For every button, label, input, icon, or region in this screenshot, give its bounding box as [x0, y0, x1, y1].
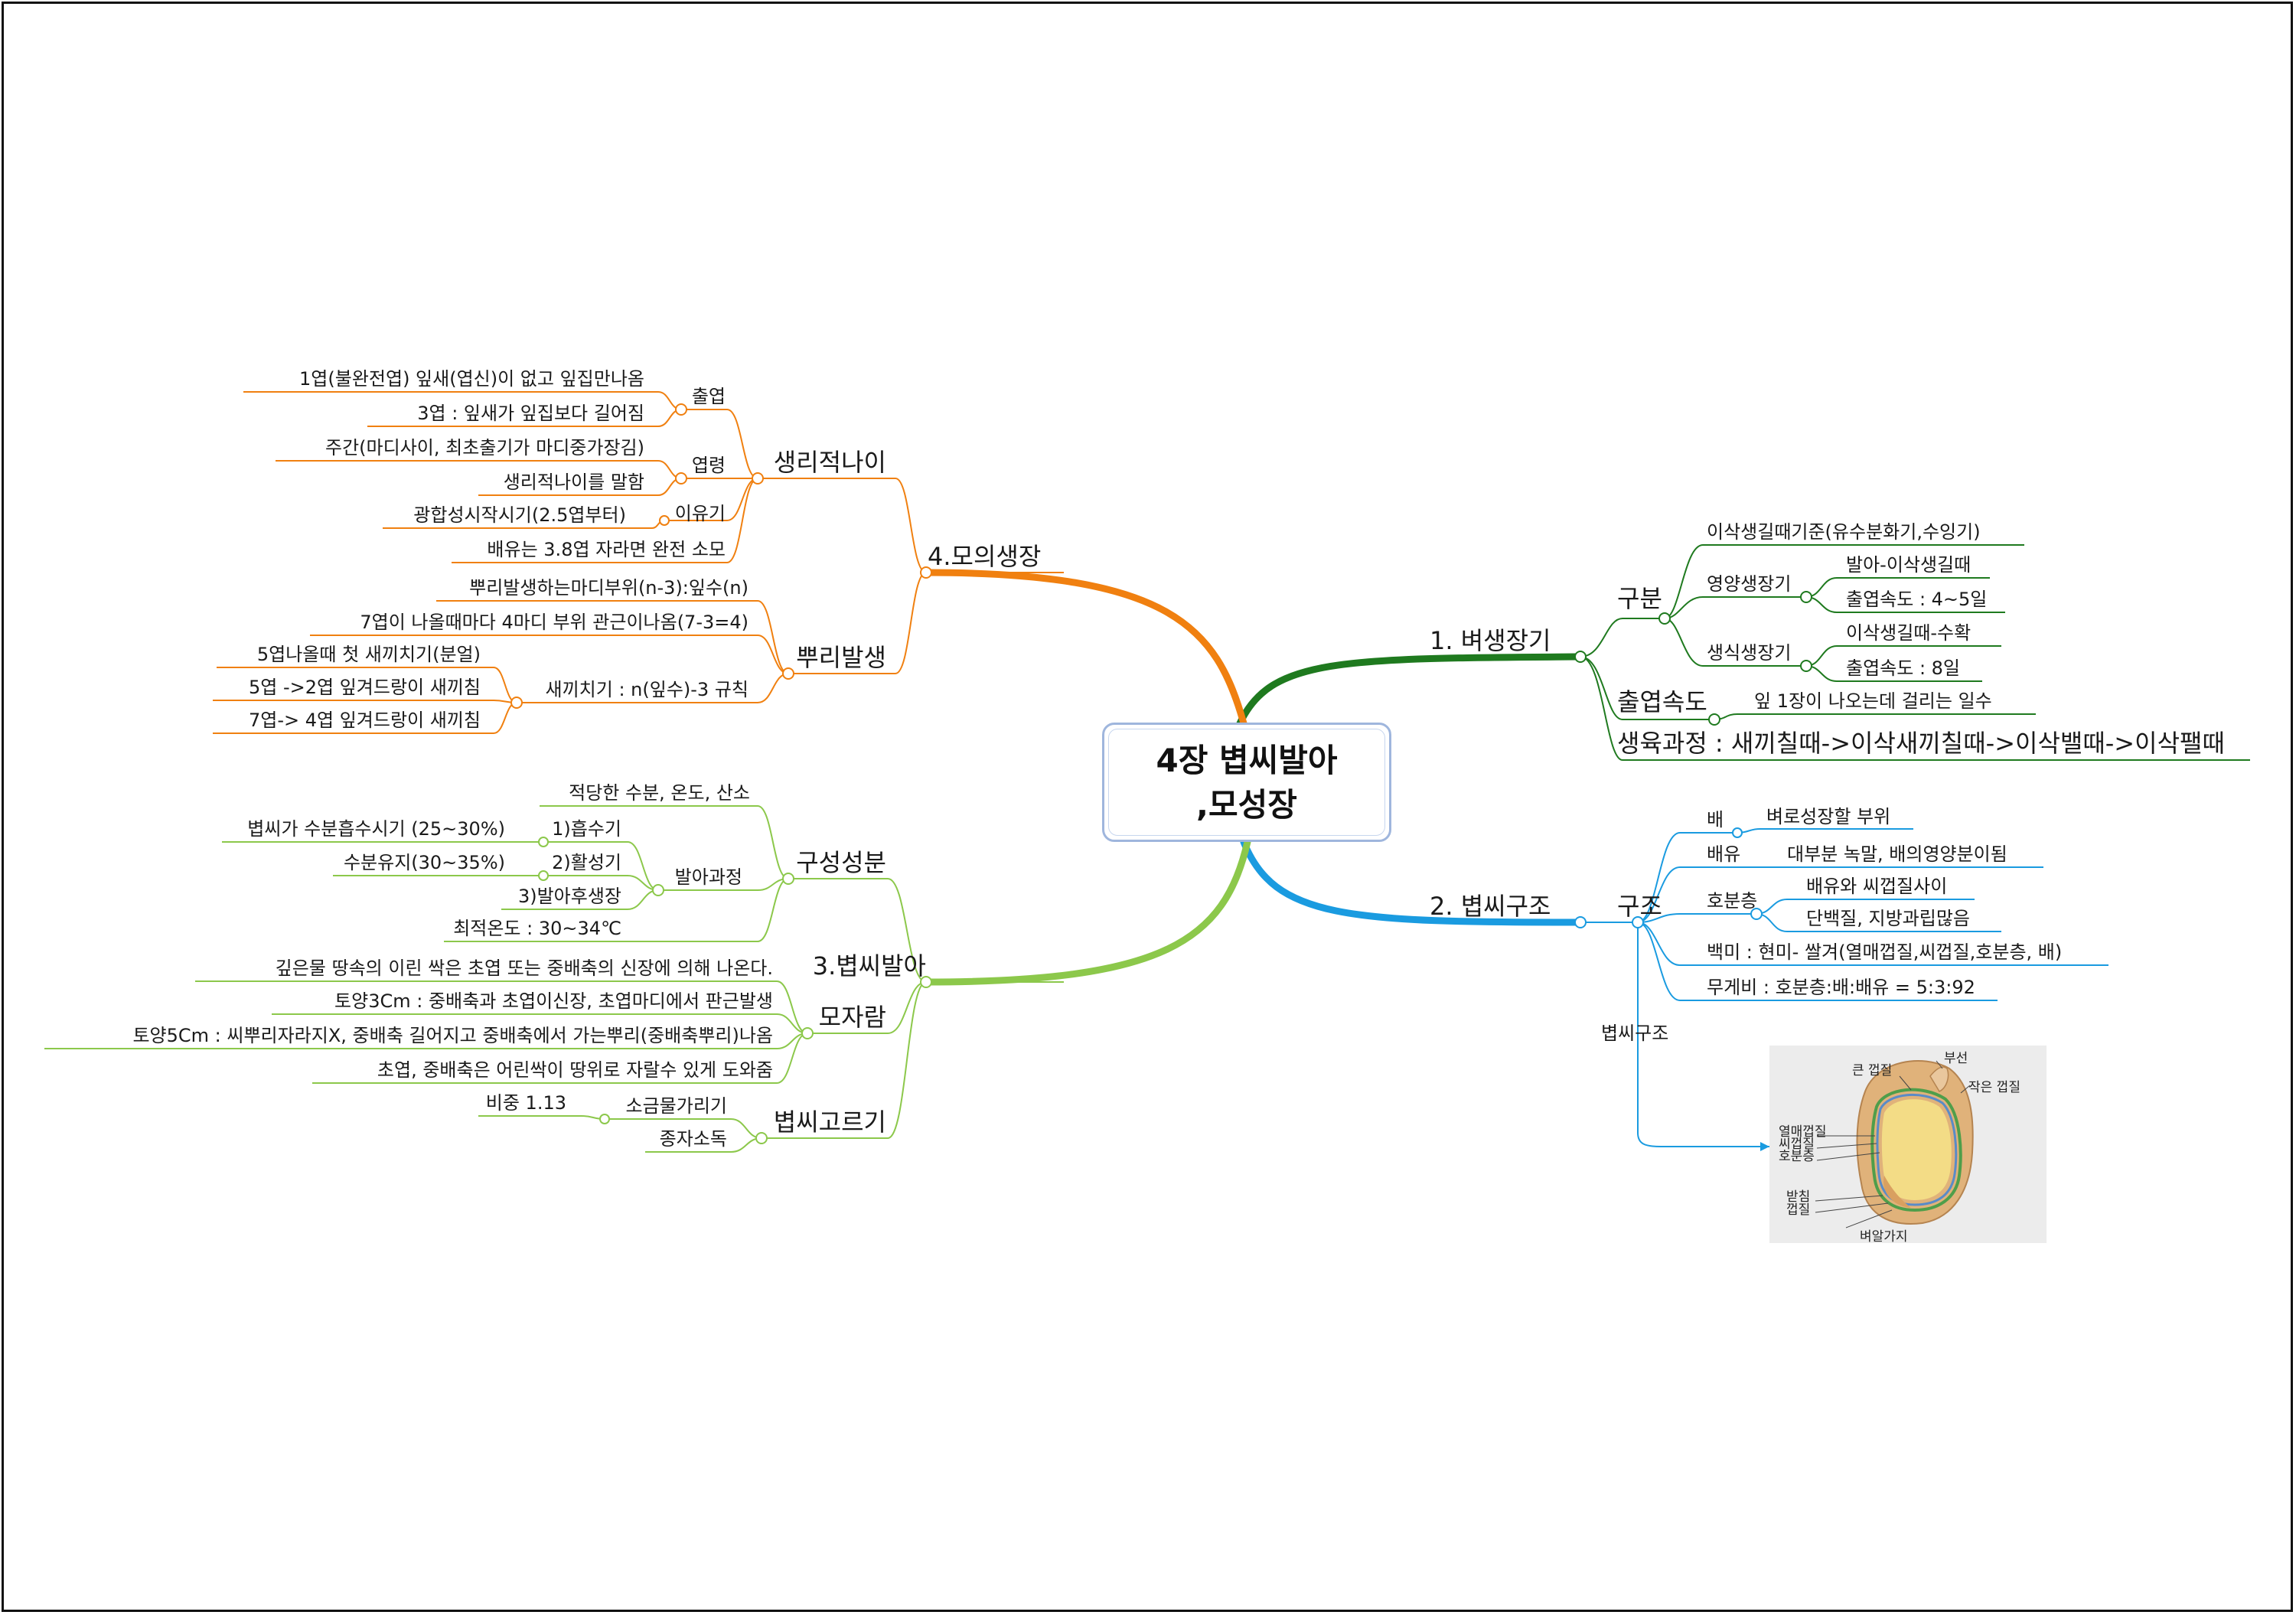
- label-lemma-edge: 부선: [1944, 1051, 1968, 1066]
- node-weight-ratio: 무게비 : 호분층:배:배유 = 5:3:92: [1707, 977, 1975, 998]
- branch-line-1: [1236, 653, 1584, 727]
- central-topic-inner: [1108, 729, 1385, 836]
- label-support: 받침: [1786, 1189, 1810, 1205]
- node-structure: 구조: [1617, 892, 1662, 921]
- node-rep-2: 출엽속도 : 8일: [1846, 657, 1960, 679]
- branch-2-title: 2. 볍씨구조: [1430, 892, 1551, 921]
- node-root-2: 7엽이 나올때마다 4마디 부위 관근이나옴(7-3=4): [360, 612, 748, 633]
- node-veg-1: 발아-이삭생길때: [1846, 554, 1971, 576]
- label-seed-coat: 씨껍질: [1779, 1137, 1815, 1152]
- node-aleurone: 호분층: [1707, 890, 1757, 912]
- node-leaf-out-1: 1엽(불완전엽) 잎새(엽신)이 없고 잎집만나옴: [299, 368, 644, 390]
- node-veg-2: 출엽속도 : 4~5일: [1846, 589, 1987, 610]
- branch-line-3: [922, 838, 1251, 986]
- node-leaf-age-2: 생리적나이를 말함: [504, 471, 644, 493]
- node-image-label: 볍씨구조: [1601, 1023, 1668, 1044]
- node-components: 구성성분: [796, 848, 886, 877]
- branch-3-title: 3.볍씨발아: [813, 951, 926, 980]
- node-stage-1: 1)흡수기: [552, 818, 621, 840]
- node-tiller-3: 7엽-> 4엽 잎겨드랑이 새끼침: [249, 710, 481, 731]
- node-stage-1-detail: 볍씨가 수분흡수시기 (25~30%): [247, 818, 505, 840]
- node-polished-rice: 백미 : 현미- 쌀겨(열매껍질,씨껍질,호분층, 배): [1707, 941, 2062, 963]
- node-seedling: 모자람: [819, 1003, 886, 1032]
- node-vegetative: 영양생장기: [1707, 573, 1791, 595]
- node-gubun: 구분: [1617, 584, 1662, 613]
- node-stage-2: 2)활성기: [552, 852, 621, 873]
- node-aleurone-1: 배유와 씨껍질사이: [1806, 876, 1947, 897]
- node-conditions: 적당한 수분, 온도, 산소: [569, 782, 750, 804]
- label-hull-small: 껍질: [1786, 1202, 1810, 1218]
- node-germ-process: 발아과정: [675, 866, 742, 888]
- node-leaf-age: 엽령: [692, 455, 726, 476]
- node-weaning: 이유기: [675, 503, 726, 524]
- node-tiller-2: 5엽 ->2엽 잎겨드랑이 새끼침: [249, 677, 481, 698]
- node-endosperm: 배유: [1707, 843, 1740, 865]
- branch-line-4: [922, 569, 1247, 727]
- rice-grain-structure-image: 큰 껍질 부선 작은 껍질 열매껍질 씨껍질 호분층 받침 껍질 벼알가지: [1769, 1046, 2047, 1243]
- node-rep-1: 이삭생길때-수확: [1846, 622, 1971, 644]
- node-leaf-out: 출엽: [692, 386, 726, 407]
- node-salt-water: 소금물가리기: [626, 1095, 727, 1117]
- node-tiller-1: 5엽나올때 첫 새끼치기(분얼): [257, 644, 481, 665]
- label-large-hull: 큰 껍질: [1852, 1063, 1892, 1078]
- node-reproductive: 생식생장기: [1707, 642, 1791, 664]
- node-aleurone-2: 단백질, 지방과립많음: [1806, 908, 1970, 929]
- node-physio-age: 생리적나이: [774, 448, 886, 477]
- node-disinfection: 종자소독: [660, 1128, 727, 1150]
- node-optimum-temp: 최적온도 : 30~34℃: [453, 918, 621, 939]
- node-leaf-speed-desc: 잎 1장이 나오는데 걸리는 일수: [1754, 690, 1992, 712]
- node-leaf-out-2: 3엽 : 잎새가 잎집보다 길어짐: [417, 403, 644, 424]
- rice-grain-drawing: 큰 껍질 부선 작은 껍질 열매껍질 씨껍질 호분층 받침 껍질 벼알가지: [1779, 1051, 2020, 1243]
- node-root-1: 뿌리발생하는마디부위(n-3):잎수(n): [469, 577, 748, 599]
- label-small-hull: 작은 껍질: [1968, 1080, 2020, 1095]
- central-topic-box[interactable]: [1102, 723, 1391, 842]
- node-weaning-detail: 광합성시작시기(2.5엽부터): [413, 504, 626, 526]
- node-specific-gravity: 비중 1.13: [486, 1092, 566, 1114]
- node-seedling-3: 토양5Cm : 씨뿌리자라지X, 중배축 길어지고 중배축에서 가는뿌리(중배축…: [132, 1025, 773, 1046]
- node-growth-process: 생육과정 : 새끼칠때->이삭새끼칠때->이삭밸때->이삭팰때: [1617, 729, 2225, 758]
- node-selection: 볍씨고르기: [774, 1108, 886, 1137]
- node-stage-3: 3)발아후생장: [518, 886, 621, 907]
- branch-4-title: 4.모의생장: [928, 542, 1041, 571]
- node-endosperm-desc: 대부분 녹말, 배의영양분이됨: [1787, 843, 2007, 865]
- node-seedling-4: 초엽, 중배축은 어린싹이 땅위로 자랄수 있게 도와줌: [377, 1059, 773, 1081]
- node-embryo-desc: 벼로성장할 부위: [1766, 806, 1890, 827]
- node-leaf-age-1: 주간(마디사이, 최초출기가 마디중가장김): [325, 437, 644, 458]
- node-stage-2-detail: 수분유지(30~35%): [344, 852, 505, 873]
- branch-1-title: 1. 벼생장기: [1430, 626, 1551, 655]
- node-leaf-speed: 출엽속도: [1617, 687, 1707, 716]
- node-criterion: 이삭생길때기준(유수분화기,수잉기): [1707, 521, 1981, 543]
- node-endosperm-note: 배유는 3.8엽 자라면 완전 소모: [487, 539, 726, 560]
- node-seedling-1: 깊은물 땅속의 이린 싹은 초엽 또는 중배축의 신장에 의해 나온다.: [276, 958, 773, 979]
- label-pericarp: 열매껍질: [1779, 1124, 1827, 1140]
- label-aleurone: 호분층: [1779, 1149, 1815, 1164]
- node-embryo: 배: [1707, 809, 1724, 830]
- node-seedling-2: 토양3Cm : 중배축과 초엽이신장, 초엽마디에서 판근발생: [334, 990, 773, 1012]
- node-root-dev: 뿌리발생: [796, 643, 886, 672]
- node-tiller-rule: 새끼치기 : n(잎수)-3 규칙: [546, 679, 748, 700]
- label-rachilla: 벼알가지: [1860, 1229, 1908, 1243]
